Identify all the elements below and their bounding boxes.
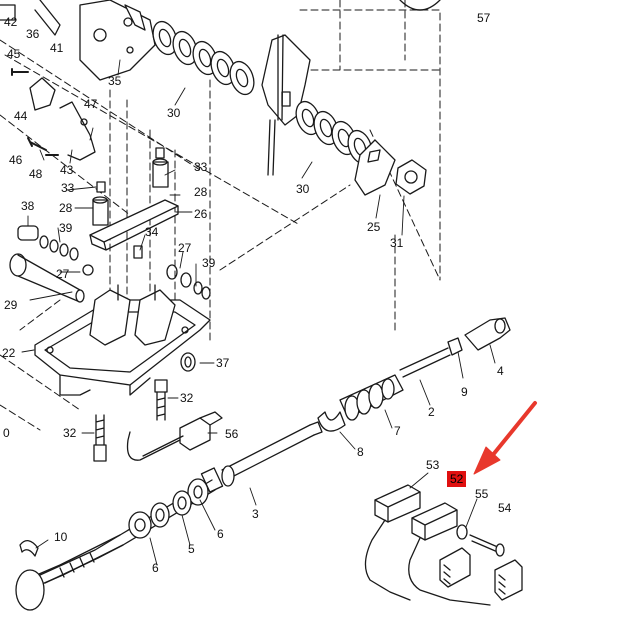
cam-slot — [367, 149, 381, 163]
callout-33-right: 33 — [194, 160, 208, 174]
callout-28-left: 28 — [59, 201, 73, 215]
callout-0: 0 — [3, 426, 10, 440]
callout-54: 54 — [498, 501, 512, 515]
callout-3: 3 — [252, 507, 259, 521]
callout-45: 45 — [7, 47, 21, 61]
callout-48: 48 — [29, 167, 43, 181]
sensor-53 — [364, 484, 421, 601]
callout-29: 29 — [4, 298, 18, 312]
washer-37-hole — [184, 356, 192, 368]
guide-lines — [0, 0, 441, 431]
callout-8: 8 — [357, 445, 364, 459]
cable-clamp-10 — [15, 534, 124, 611]
rod-end-assembly — [399, 317, 511, 378]
callout-22: 22 — [2, 346, 16, 360]
callout-27-left: 27 — [56, 267, 70, 281]
callout-32-right: 32 — [180, 391, 194, 405]
leader-lines — [21, 59, 496, 566]
pivot-pin — [9, 253, 85, 303]
callout-26: 26 — [194, 207, 208, 221]
callout-6-right: 6 — [217, 527, 224, 541]
callout-37: 37 — [216, 356, 230, 370]
bolt-54 — [469, 534, 501, 554]
callout-33-left: 33 — [61, 181, 75, 195]
callout-39-left: 39 — [59, 221, 73, 235]
callout-47: 47 — [84, 97, 98, 111]
callout-10: 10 — [54, 530, 68, 544]
callout-25: 25 — [367, 220, 381, 234]
hex-nut-31 — [395, 159, 427, 195]
washer-55 — [456, 524, 468, 540]
cable-washers — [128, 478, 209, 539]
clip-8 — [317, 411, 346, 432]
callout-55: 55 — [475, 487, 489, 501]
callout-28-right: 28 — [194, 185, 208, 199]
callout-43: 43 — [60, 163, 74, 177]
callout-27-right: 27 — [178, 241, 192, 255]
spacers-and-bracket — [89, 147, 179, 259]
callout-35: 35 — [108, 74, 122, 88]
cam-plate — [354, 139, 396, 196]
callout-6-left: 6 — [152, 561, 159, 575]
bolts-32 — [93, 379, 168, 462]
callout-41: 41 — [50, 41, 64, 55]
connectors — [439, 547, 523, 601]
callout-31: 31 — [390, 236, 404, 250]
rubber-boot-7 — [339, 374, 404, 421]
callout-52-highlighted: 52 — [447, 471, 467, 487]
callout-32-left: 32 — [63, 426, 77, 440]
washer-37 — [180, 352, 196, 372]
part-57-edge — [399, 0, 441, 11]
switch-56 — [126, 411, 223, 461]
washer-stack-upper — [152, 20, 255, 96]
callout-38: 38 — [21, 199, 35, 213]
callout-2: 2 — [428, 405, 435, 419]
callout-30-lower: 30 — [296, 182, 310, 196]
callout-44: 44 — [14, 109, 28, 123]
red-pointer-arrow — [473, 401, 537, 475]
callout-53: 53 — [426, 458, 440, 472]
bushing-and-washers — [17, 225, 211, 300]
pivot-block — [0, 0, 156, 81]
callout-46: 46 — [9, 153, 23, 167]
shifter-base — [34, 284, 211, 396]
callout-36: 36 — [26, 27, 40, 41]
sensor-52 — [408, 502, 491, 606]
callout-7: 7 — [394, 424, 401, 438]
callout-4: 4 — [497, 364, 504, 378]
callout-57: 57 — [477, 11, 491, 25]
callout-39-right: 39 — [202, 256, 216, 270]
callout-5: 5 — [188, 542, 195, 556]
callout-9: 9 — [461, 385, 468, 399]
callout-42: 42 — [4, 15, 18, 29]
callout-30-upper: 30 — [167, 106, 181, 120]
small-parts-left — [11, 68, 96, 161]
callout-34: 34 — [145, 225, 159, 239]
bolt-54-head — [495, 543, 505, 557]
callout-56: 56 — [225, 427, 239, 441]
